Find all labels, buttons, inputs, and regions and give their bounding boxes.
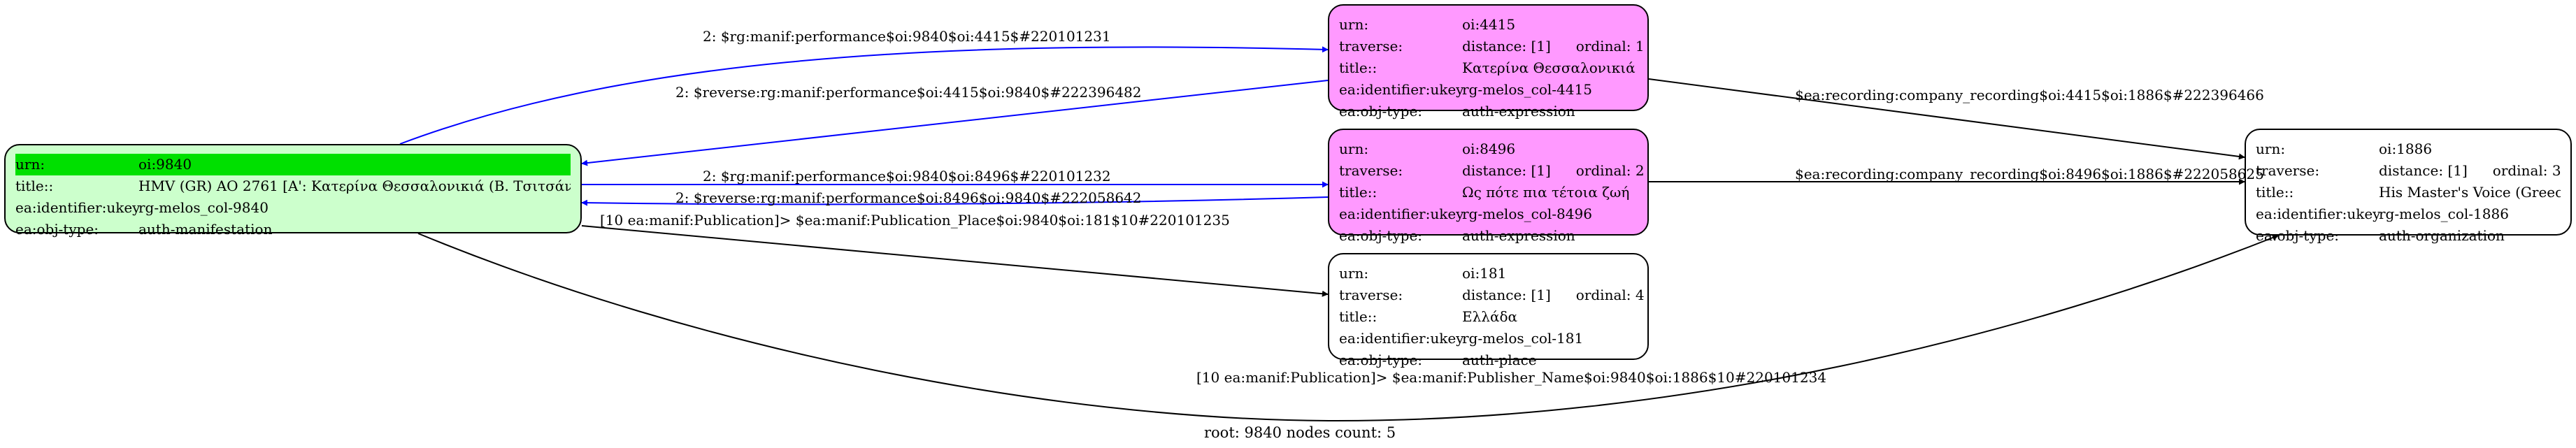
node-row-ukey: ea:identifier:ukey rg-melos_col-9840 <box>15 197 571 219</box>
field-key: urn: <box>1339 140 1369 157</box>
field-key: title:: <box>15 178 54 194</box>
field-key: title:: <box>1339 59 1378 76</box>
edge-performance-9840-4415 <box>399 46 1329 145</box>
node-row-urn: urn: oi:4415 <box>1339 14 1638 36</box>
node-row-urn: urn: oi:181 <box>1339 263 1638 284</box>
node-row-ukey: ea:identifier:ukey rg-melos_col-1886 <box>2256 203 2561 225</box>
field-value: rg-melos_col-4415 <box>1462 81 1592 98</box>
ordinal-value: ordinal: 4 <box>1575 287 1645 303</box>
field-value: Ως πότε πια τέτοια ζωή <box>1462 184 1630 201</box>
ordinal-value: ordinal: 2 <box>1575 162 1645 179</box>
field-value: distance: [1] <box>1462 287 1551 303</box>
graph-footer: root: 9840 nodes count: 5 <box>1204 424 1396 441</box>
edge-label-company-recording-4415-1886: $ea:recording:company_recording$oi:4415$… <box>1795 87 2264 103</box>
field-key: ea:identifier:ukey <box>15 199 141 216</box>
field-value: auth-place <box>1462 352 1537 368</box>
field-key: traverse: <box>1339 287 1403 303</box>
field-value: His Master's Voice (Greece) <box>2379 184 2561 201</box>
field-value: auth-manifestation <box>138 221 273 238</box>
node-row-title: title:: Ελλάδα <box>1339 306 1638 328</box>
field-value: HMV (GR) AO 2761 [A': Κατερίνα Θεσσαλονι… <box>138 178 571 194</box>
edge-label-reverse-performance-8496-9840: 2: $reverse:rg:manif:performance$oi:8496… <box>675 189 1142 206</box>
field-key: title:: <box>2256 184 2294 201</box>
edge-publication-place-9840-181 <box>581 225 1329 297</box>
edge-company-recording-4415-1886 <box>1648 78 2245 160</box>
field-key: ea:identifier:ukey <box>1339 81 1464 98</box>
field-value: distance: [1] <box>2379 162 2468 179</box>
field-key: ea:obj-type: <box>1339 103 1423 120</box>
field-value: oi:8496 <box>1462 140 1516 157</box>
field-key: urn: <box>1339 16 1369 33</box>
node-row-ukey: ea:identifier:ukey rg-melos_col-4415 <box>1339 79 1638 101</box>
field-key: ea:obj-type: <box>2256 227 2340 244</box>
field-key: traverse: <box>1339 162 1403 179</box>
node-row-type: ea:obj-type: auth-expression <box>1339 225 1638 247</box>
ordinal-value: ordinal: 3 <box>2492 162 2561 179</box>
field-key: ea:obj-type: <box>1339 227 1423 244</box>
node-9840[interactable]: urn: oi:9840 title:: HMV (GR) AO 2761 [A… <box>4 144 582 238</box>
edge-label-publisher-name-9840-1886: [10 ea:manif:Publication]> $ea:manif:Pub… <box>1196 369 1827 386</box>
field-key: traverse: <box>2256 162 2320 179</box>
node-row-urn: urn: oi:1886 <box>2256 138 2561 160</box>
field-key: title:: <box>1339 184 1378 201</box>
edge-reverse-performance-8496-9840 <box>581 196 1329 206</box>
field-key: ea:identifier:ukey <box>1339 205 1464 222</box>
field-value: oi:9840 <box>138 156 192 173</box>
node-row-title: title:: HMV (GR) AO 2761 [A': Κατερίνα Θ… <box>15 175 571 197</box>
field-value: distance: [1] <box>1462 162 1551 179</box>
field-value: Κατερίνα Θεσσαλονικιά <box>1462 59 1636 76</box>
field-value: rg-melos_col-8496 <box>1462 205 1592 222</box>
edge-label-company-recording-8496-1886: $ea:recording:company_recording$oi:8496$… <box>1795 166 2264 182</box>
field-key: urn: <box>2256 140 2286 157</box>
node-4415[interactable]: urn: oi:4415 traverse: distance: [1] ord… <box>1328 4 1649 120</box>
edge-label-reverse-performance-4415-9840: 2: $reverse:rg:manif:performance$oi:4415… <box>675 84 1142 101</box>
field-value: oi:4415 <box>1462 16 1516 33</box>
field-value: auth-organization <box>2379 227 2505 244</box>
field-key: title:: <box>1339 308 1378 325</box>
field-value: oi:1886 <box>2379 140 2433 157</box>
edge-publisher-name-9840-1886 <box>417 233 2279 422</box>
field-key: ea:identifier:ukey <box>1339 330 1464 347</box>
edge-label-performance-9840-4415: 2: $rg:manif:performance$oi:9840$oi:4415… <box>703 28 1111 45</box>
field-value: auth-expression <box>1462 227 1575 244</box>
node-row-type: ea:obj-type: auth-manifestation <box>15 219 571 240</box>
field-key: urn: <box>1339 265 1369 282</box>
node-row-type: ea:obj-type: auth-expression <box>1339 101 1638 122</box>
field-value: auth-expression <box>1462 103 1575 120</box>
field-value: oi:181 <box>1462 265 1507 282</box>
field-value: rg-melos_col-1886 <box>2379 205 2509 222</box>
node-row-type: ea:obj-type: auth-organization <box>2256 225 2561 247</box>
node-row-title: title:: Ως πότε πια τέτοια ζωή <box>1339 182 1638 203</box>
node-row-ukey: ea:identifier:ukey rg-melos_col-8496 <box>1339 203 1638 225</box>
field-key: ea:identifier:ukey <box>2256 205 2381 222</box>
node-row-traverse: traverse: distance: [1] ordinal: 1 <box>1339 36 1645 57</box>
node-181[interactable]: urn: oi:181 traverse: distance: [1] ordi… <box>1328 253 1649 368</box>
node-row-traverse: traverse: distance: [1] ordinal: 2 <box>1339 160 1645 182</box>
field-key: ea:obj-type: <box>1339 352 1423 368</box>
node-row-traverse: traverse: distance: [1] ordinal: 4 <box>1339 284 1645 306</box>
node-row-title: title:: Κατερίνα Θεσσαλονικιά <box>1339 57 1638 79</box>
field-key: traverse: <box>1339 38 1403 55</box>
field-value: distance: [1] <box>1462 38 1551 55</box>
node-1886[interactable]: urn: oi:1886 traverse: distance: [1] ord… <box>2245 129 2572 244</box>
edge-reverse-performance-4415-9840 <box>581 80 1329 166</box>
node-row-title: title:: His Master's Voice (Greece) <box>2256 182 2561 203</box>
field-key: urn: <box>15 156 45 173</box>
edge-label-publication-place-9840-181: [10 ea:manif:Publication]> $ea:manif:Pub… <box>600 212 1230 229</box>
field-value: Ελλάδα <box>1462 308 1518 325</box>
node-row-traverse: traverse: distance: [1] ordinal: 3 <box>2256 160 2561 182</box>
ordinal-value: ordinal: 1 <box>1575 38 1645 55</box>
node-row-urn: urn: oi:8496 <box>1339 138 1638 160</box>
field-value: rg-melos_col-181 <box>1462 330 1584 347</box>
node-row-ukey: ea:identifier:ukey rg-melos_col-181 <box>1339 328 1638 349</box>
node-row-urn: urn: oi:9840 <box>15 154 571 175</box>
field-value: rg-melos_col-9840 <box>138 199 269 216</box>
field-key: ea:obj-type: <box>15 221 99 238</box>
node-8496[interactable]: urn: oi:8496 traverse: distance: [1] ord… <box>1328 129 1649 244</box>
edge-label-performance-9840-8496: 2: $rg:manif:performance$oi:9840$oi:8496… <box>703 168 1111 185</box>
node-row-type: ea:obj-type: auth-place <box>1339 349 1638 371</box>
